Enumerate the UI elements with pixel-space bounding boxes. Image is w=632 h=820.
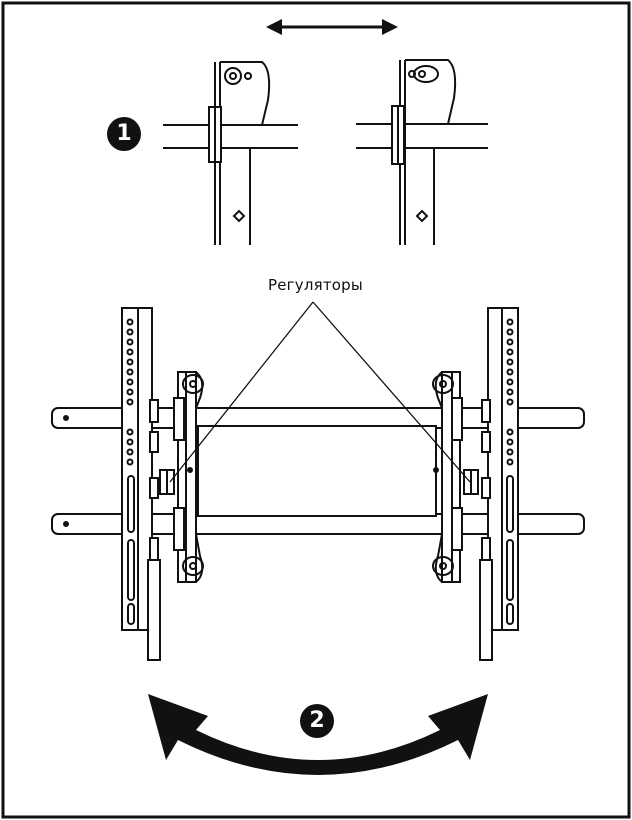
left-hole-column xyxy=(126,318,134,466)
step-number-2: 2 xyxy=(300,704,334,738)
step-number-1: 1 xyxy=(107,117,141,151)
detail-left-bracket xyxy=(163,61,298,245)
right-hole-column xyxy=(506,318,514,466)
detail-right-bracket xyxy=(356,59,488,245)
callout-leader-lines xyxy=(169,301,471,483)
mount-assembly xyxy=(51,307,585,661)
double-headed-horizontal-arrow-icon xyxy=(266,19,398,35)
curved-double-headed-arrow-icon xyxy=(148,694,488,775)
callout-label-adjusters: Регуляторы xyxy=(268,276,363,294)
